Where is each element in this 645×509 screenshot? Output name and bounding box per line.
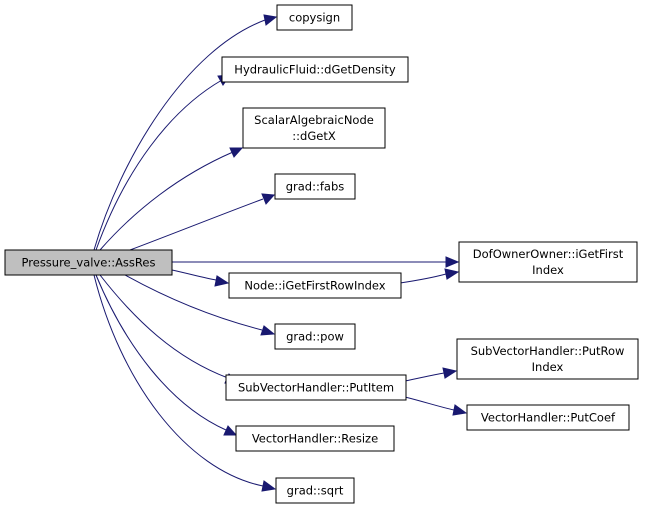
edge-igetfirstrowindex-igetfirstindex (399, 273, 447, 284)
edge-root-igetfirstindex-arrow (445, 256, 460, 268)
node-label: SubVectorHandler::PutRow (471, 344, 625, 358)
edge-root-sqrt (93, 274, 264, 487)
edge-root-dgetx-arrow (229, 147, 244, 158)
node-fabs[interactable]: grad::fabs (274, 173, 356, 200)
edge-putitem-putrowindex (404, 372, 445, 382)
node-pow[interactable]: grad::pow (274, 323, 356, 350)
node-sqrt[interactable]: grad::sqrt (275, 477, 355, 504)
edge-root-igetfirstrowindex (171, 269, 217, 281)
node-label: grad::pow (286, 330, 344, 344)
edge-root-copysign (93, 19, 266, 251)
node-putrowindex[interactable]: SubVectorHandler::PutRow Index (456, 338, 639, 380)
edge-root-resize (95, 274, 227, 431)
edge-igetfirstrowindex-igetfirstindex-arrow (444, 268, 460, 280)
node-label: grad::fabs (286, 180, 345, 194)
edge-root-dgetx (99, 151, 234, 251)
node-label: Index (532, 263, 564, 277)
node-label: Node::iGetFirstRowIndex (244, 279, 385, 293)
edge-root-sqrt-arrow (261, 480, 277, 492)
edge-putitem-putcoef (404, 396, 455, 411)
node-dgetdensity[interactable]: HydraulicFluid::dGetDensity (221, 56, 409, 83)
node-label: Index (532, 360, 564, 374)
node-resize[interactable]: VectorHandler::Resize (235, 425, 395, 452)
edge-root-igetfirstrowindex-arrow (214, 275, 230, 287)
edge-root-resize-arrow (223, 425, 238, 436)
edge-root-fabs-arrow (261, 193, 276, 205)
node-label: VectorHandler::Resize (252, 432, 378, 446)
node-label: ScalarAlgebraicNode (254, 113, 374, 127)
node-label: DofOwnerOwner::iGetFirst (473, 247, 624, 261)
edge-root-fabs (129, 198, 264, 251)
node-putitem[interactable]: SubVectorHandler::PutItem (225, 374, 407, 401)
edge-putitem-putcoef-arrow (452, 404, 468, 416)
edge-root-pow (124, 274, 263, 331)
edge-putitem-putrowindex-arrow (442, 367, 458, 379)
edge-root-putitem (99, 274, 229, 379)
node-root[interactable]: Pressure_valve::AssRes (4, 249, 173, 276)
node-igetfirstrowindex[interactable]: Node::iGetFirstRowIndex (228, 272, 402, 299)
node-putcoef[interactable]: VectorHandler::PutCoef (466, 404, 630, 431)
edge-root-copysign-arrow (263, 14, 278, 26)
node-label: grad::sqrt (287, 484, 344, 498)
node-label: VectorHandler::PutCoef (481, 411, 616, 425)
node-label: ::dGetX (292, 129, 336, 143)
node-label: SubVectorHandler::PutItem (238, 381, 394, 395)
edge-root-pow-arrow (260, 325, 276, 336)
edge-root-dgetdensity (95, 79, 223, 251)
node-root-label: Pressure_valve::AssRes (22, 256, 156, 270)
node-dgetx[interactable]: ScalarAlgebraicNode ::dGetX (242, 107, 386, 149)
node-label: copysign (289, 11, 340, 25)
node-igetfirstindex[interactable]: DofOwnerOwner::iGetFirst Index (458, 241, 638, 283)
node-label: HydraulicFluid::dGetDensity (234, 63, 396, 77)
node-copysign[interactable]: copysign (276, 4, 353, 31)
